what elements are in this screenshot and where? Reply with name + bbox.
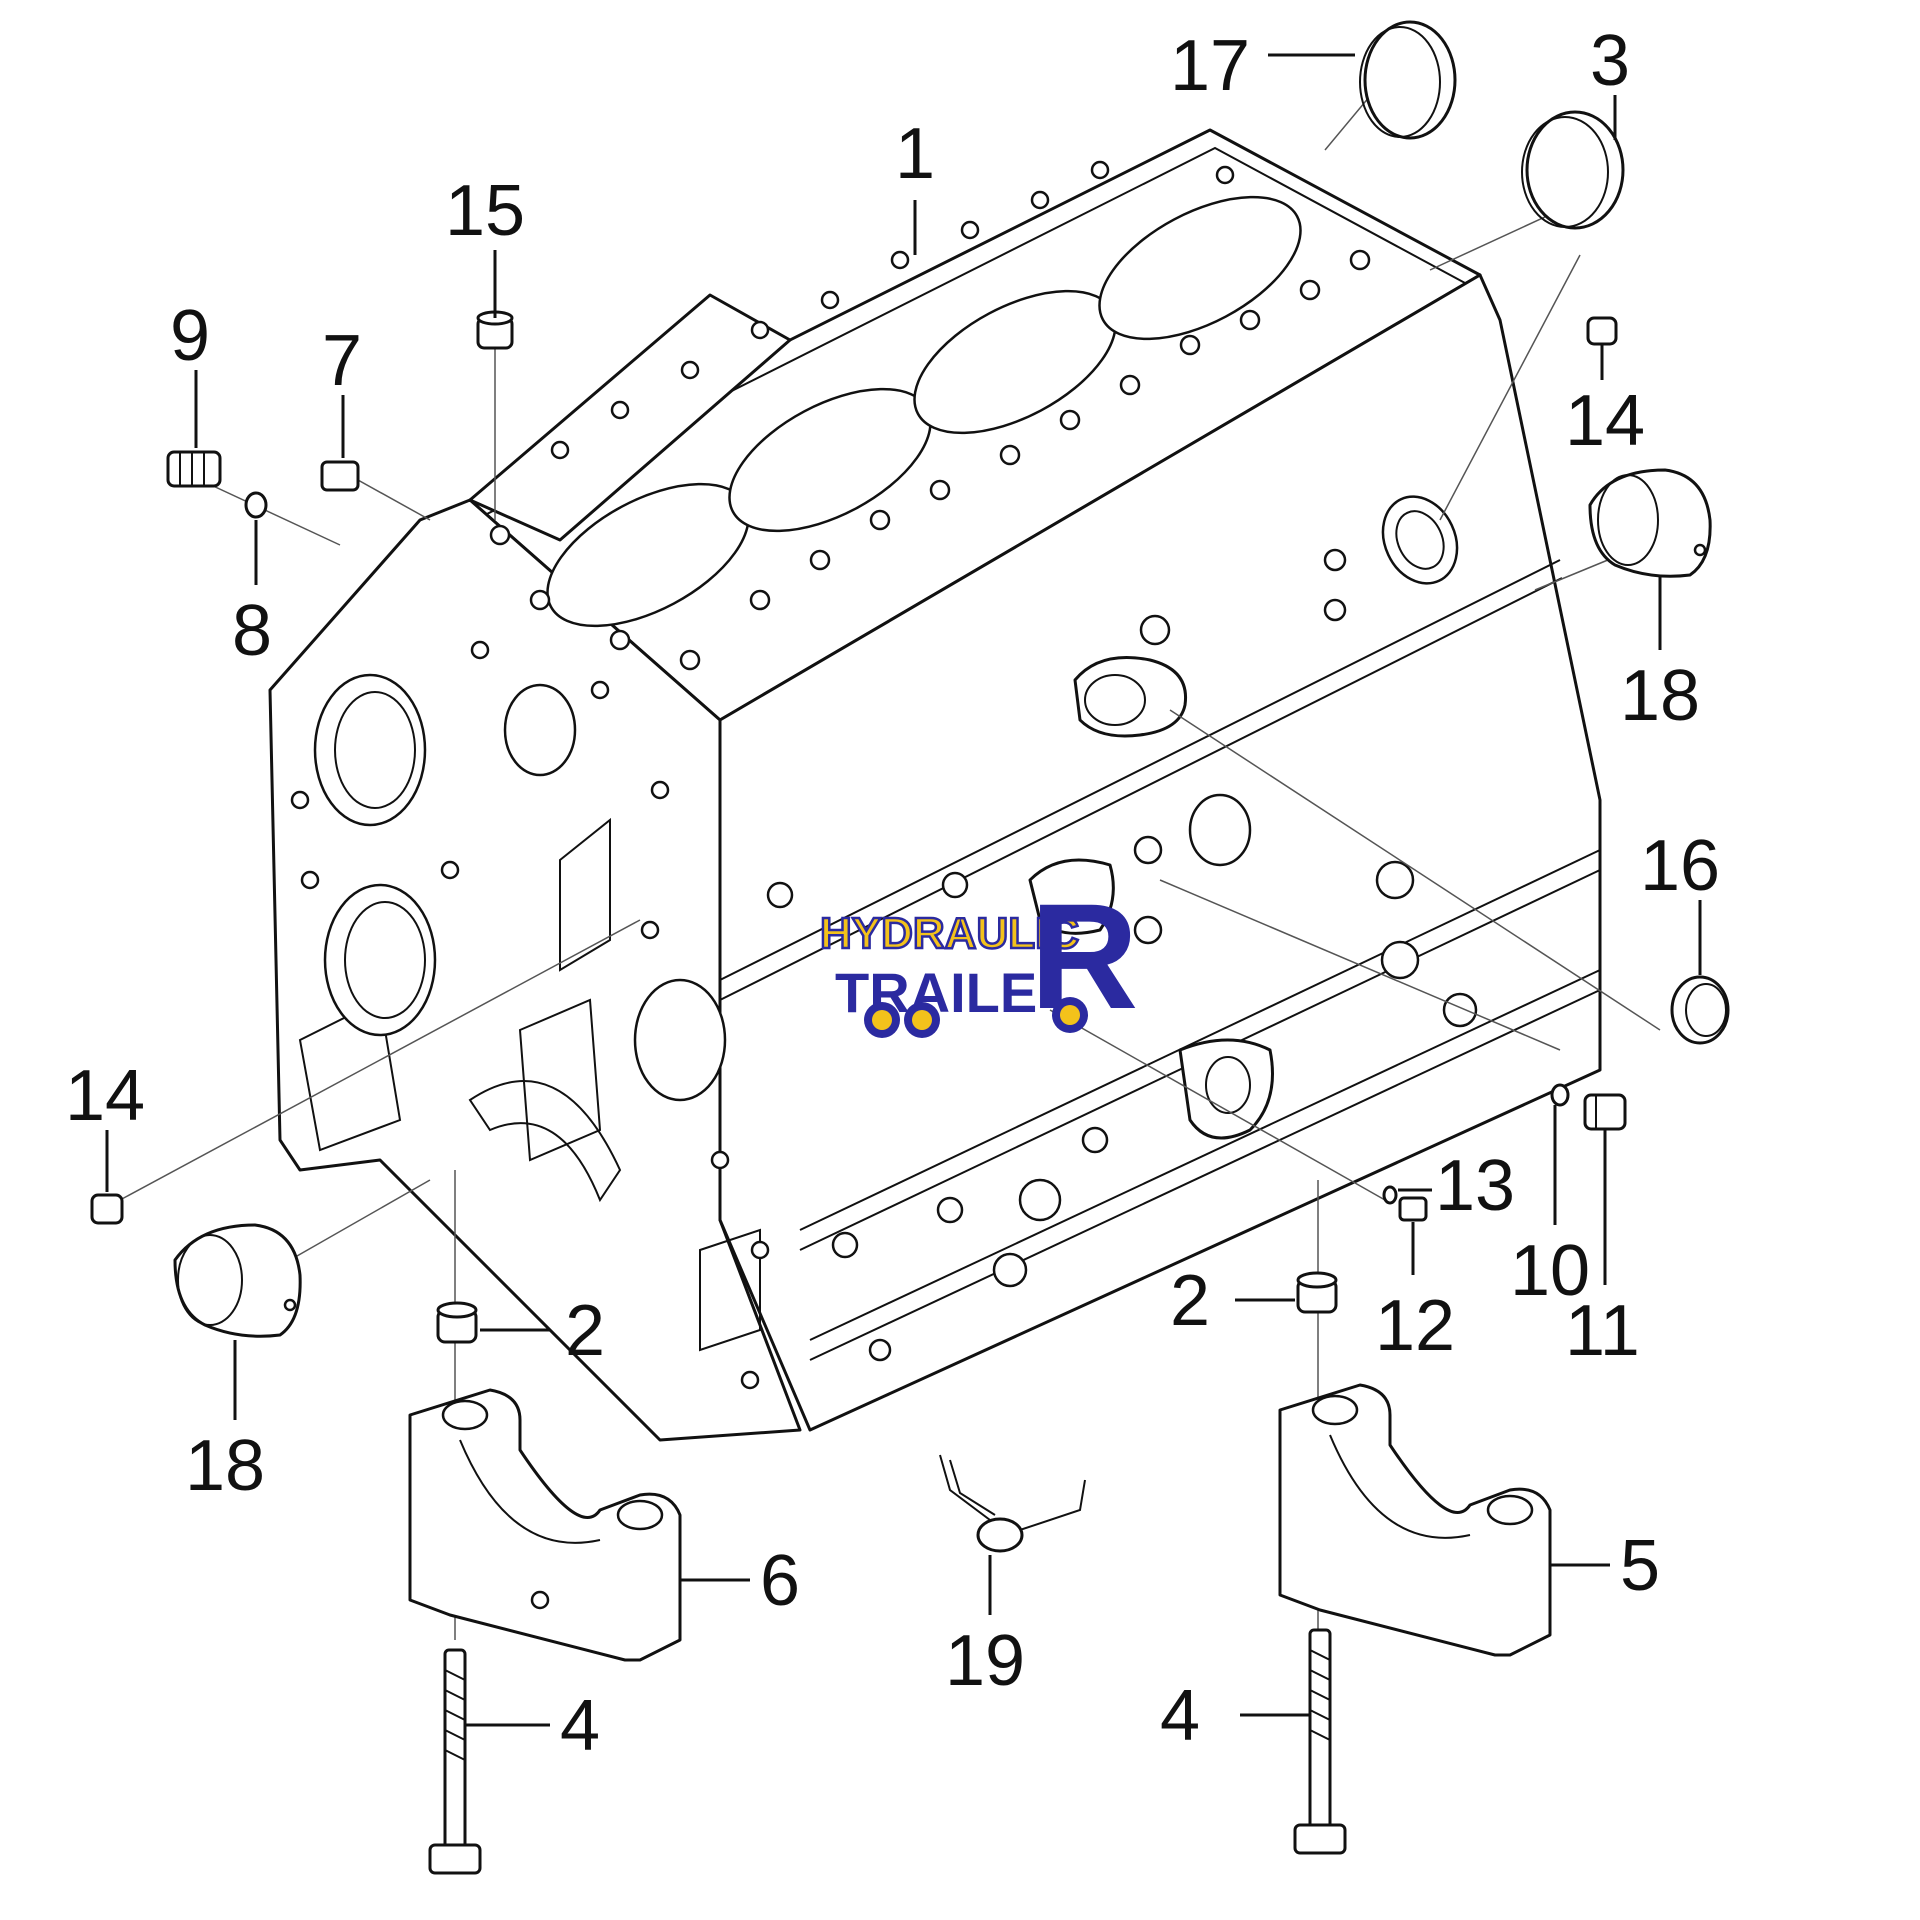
callout-3: 3: [1590, 21, 1630, 101]
callout-8: 8: [232, 591, 272, 671]
callout-19: 19: [945, 1621, 1025, 1701]
callout-1: 1: [895, 114, 935, 194]
bush-18-top: [1588, 468, 1712, 578]
plug-12: [1398, 1196, 1428, 1222]
bush-18-bottom: [173, 1223, 302, 1338]
leader-lines: [105, 53, 1702, 1727]
callout-13: 13: [1435, 1146, 1515, 1226]
plug-17: [1359, 20, 1457, 140]
cylinder-block: [268, 128, 1602, 1442]
callout-16: 16: [1640, 826, 1720, 906]
plug-9: [166, 450, 222, 488]
bolt-4-right: [1293, 1628, 1347, 1855]
callout-labels: 1 17 3 15 9 7 8 14 18 16 13 10 12 11 14 …: [65, 21, 1720, 1766]
callout-6: 6: [760, 1541, 800, 1621]
callout-17: 17: [1170, 26, 1250, 106]
callout-2-right: 2: [1170, 1261, 1210, 1341]
callout-10: 10: [1510, 1231, 1590, 1311]
bolt-4-left: [428, 1648, 482, 1875]
oil-jet-19: [939, 1454, 1086, 1553]
callout-4-right: 4: [1160, 1676, 1200, 1756]
callout-18-bottom: 18: [185, 1426, 265, 1506]
plug-11: [1583, 1093, 1627, 1131]
dowel-2-left: [436, 1301, 478, 1344]
hydraulic-trailer-logo: HYDRAULIC TRAILE R: [819, 872, 1139, 1040]
plug-3: [1521, 110, 1625, 230]
seal-16: [1670, 975, 1730, 1045]
callout-9: 9: [170, 296, 210, 376]
washer-13: [1382, 1185, 1398, 1205]
callout-7: 7: [322, 321, 362, 401]
plug-7: [320, 460, 360, 492]
bearing-cap-5: [1278, 1383, 1552, 1657]
callout-14-top: 14: [1565, 381, 1645, 461]
callout-4-left: 4: [560, 1686, 600, 1766]
logo-globe-icons: [864, 997, 1088, 1038]
callout-2-left: 2: [565, 1291, 605, 1371]
plug-14-top: [1586, 316, 1618, 346]
callout-14-bottom: 14: [65, 1056, 145, 1136]
callout-15: 15: [445, 171, 525, 251]
logo-word-hydraulic: HYDRAULIC: [820, 909, 1079, 958]
callout-18-top: 18: [1620, 656, 1700, 736]
dowel-2-right: [1296, 1271, 1338, 1314]
callout-11: 11: [1565, 1291, 1640, 1371]
seal-ring-8: [244, 491, 268, 519]
washer-10: [1550, 1083, 1570, 1107]
bearing-cap-6: [408, 1388, 682, 1662]
plug-14-bottom: [90, 1193, 124, 1225]
callout-12: 12: [1375, 1286, 1455, 1366]
callout-5: 5: [1620, 1526, 1660, 1606]
